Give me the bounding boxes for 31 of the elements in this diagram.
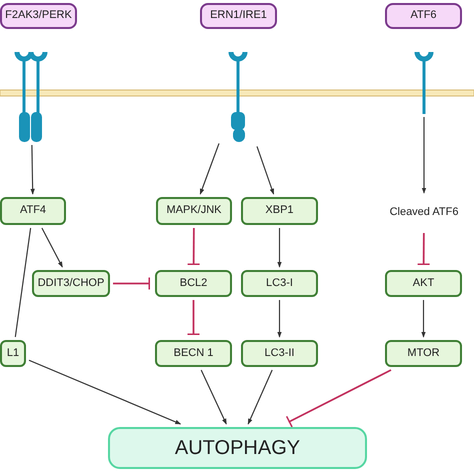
sensor-box: F2AK3/PERK xyxy=(0,3,77,29)
arrow xyxy=(277,300,282,338)
process-box: BECN 1 xyxy=(155,340,232,367)
inhibition-line xyxy=(286,369,392,428)
arrow xyxy=(200,143,220,195)
process-box: ATF4 xyxy=(0,197,66,225)
inhibition-line xyxy=(418,233,430,266)
process-box: MAPK/JNK xyxy=(156,197,232,225)
arrow xyxy=(421,300,426,338)
process-box: MTOR xyxy=(385,340,462,367)
process-box: LC3-II xyxy=(241,340,318,367)
process-box: LC3-I xyxy=(241,270,318,297)
process-box: L1 xyxy=(0,340,26,367)
process-box: XBP1 xyxy=(241,197,318,225)
sensor-box: ERN1/IRE1 xyxy=(200,3,277,29)
outcome-box: AUTOPHAGY xyxy=(108,427,367,469)
arrow xyxy=(256,146,274,195)
arrow xyxy=(422,117,426,194)
inhibition-line xyxy=(188,228,200,266)
process-box: AKT xyxy=(385,270,462,297)
arrow xyxy=(248,370,273,425)
arrow xyxy=(30,145,35,195)
process-box: DDIT3/CHOP xyxy=(32,270,110,297)
sensor-box: ATF6 xyxy=(385,3,462,29)
arrow xyxy=(200,370,227,425)
inhibition-line xyxy=(188,300,200,335)
arrow xyxy=(277,228,282,268)
arrow xyxy=(41,228,63,268)
process-box: BCL2 xyxy=(155,270,232,297)
arrow xyxy=(28,360,182,424)
inhibition-line xyxy=(113,278,150,290)
